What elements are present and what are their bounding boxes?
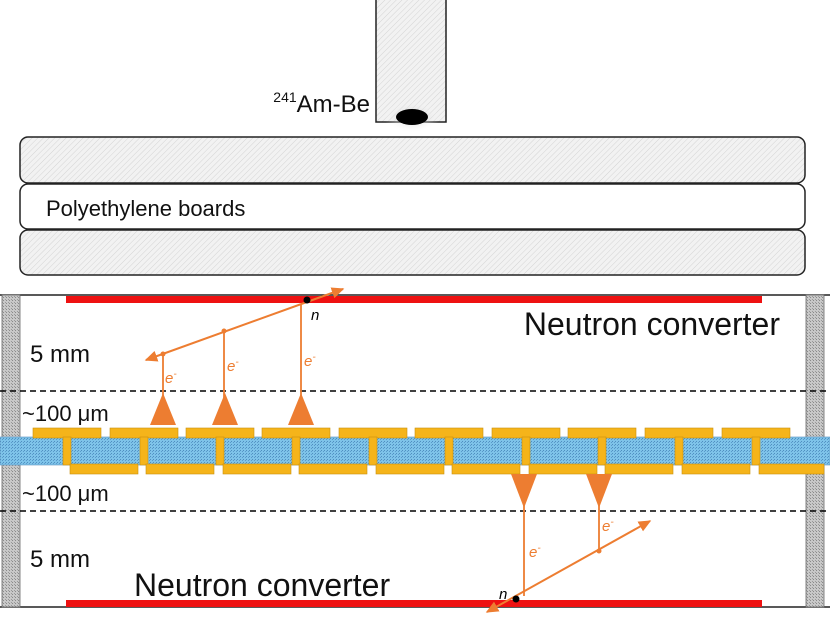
electron-symbol: e bbox=[304, 353, 312, 370]
electron-label: e- bbox=[227, 357, 239, 375]
readout-pad bbox=[751, 436, 761, 466]
neutron-interaction-point bbox=[303, 296, 311, 304]
readout-pad bbox=[69, 463, 139, 475]
electron-symbol: e bbox=[529, 544, 537, 561]
electron-symbol: e bbox=[602, 518, 610, 535]
electron-symbol: e bbox=[165, 370, 173, 387]
readout-pad bbox=[145, 463, 215, 475]
board-2 bbox=[19, 183, 806, 230]
readout-pad bbox=[644, 427, 714, 439]
top-gap-label: 5 mm bbox=[30, 341, 90, 368]
readout-pad bbox=[338, 427, 408, 439]
electron-charge: - bbox=[537, 543, 541, 554]
readout-pad bbox=[681, 463, 751, 475]
electron-charge: - bbox=[312, 352, 316, 363]
boards-label: Polyethylene boards bbox=[46, 196, 245, 221]
bottom-gap-label: 5 mm bbox=[30, 546, 90, 573]
electron-label: e- bbox=[165, 369, 177, 387]
avalanche-triangle bbox=[288, 393, 314, 425]
readout-pad bbox=[451, 463, 521, 475]
readout-pad bbox=[291, 436, 301, 466]
ionization-point bbox=[160, 351, 166, 357]
readout-pads bbox=[32, 427, 825, 475]
readout-pad bbox=[758, 463, 825, 475]
ionization-point bbox=[221, 328, 227, 334]
neutron-label: n bbox=[499, 586, 507, 603]
electron-charge: - bbox=[173, 369, 177, 380]
readout-pad bbox=[109, 427, 179, 439]
electron-symbol: e bbox=[227, 358, 235, 375]
source-name: Am-Be bbox=[297, 91, 370, 118]
readout-pad bbox=[521, 436, 531, 466]
electron-charge: - bbox=[610, 517, 614, 528]
top-amp-gap-label: ~100 μm bbox=[22, 401, 109, 426]
avalanche-triangle bbox=[212, 393, 238, 425]
readout-pad bbox=[215, 436, 225, 466]
readout-pad bbox=[261, 427, 331, 439]
avalanche-triangle bbox=[586, 474, 612, 508]
board-1 bbox=[19, 136, 806, 184]
readout-pad bbox=[368, 436, 378, 466]
readout-pad bbox=[597, 436, 607, 466]
readout-pad bbox=[32, 427, 102, 439]
bottom-amp-gap-label: ~100 μm bbox=[22, 481, 109, 506]
neutron-label: n bbox=[311, 307, 319, 324]
substrate-layer bbox=[0, 436, 830, 466]
top-converter bbox=[66, 296, 762, 303]
detector-chamber bbox=[0, 294, 830, 608]
neutron-symbol: n bbox=[311, 307, 319, 324]
readout-pad bbox=[491, 427, 561, 439]
readout-pad bbox=[567, 427, 637, 439]
source-pellet bbox=[396, 109, 428, 125]
avalanche-triangle bbox=[150, 393, 176, 425]
readout-pad bbox=[721, 427, 791, 439]
bottom-event: n e- e- bbox=[485, 474, 652, 613]
electron-label: e- bbox=[304, 352, 316, 370]
ionization-point bbox=[596, 548, 602, 554]
readout-pad bbox=[604, 463, 674, 475]
readout-pad bbox=[375, 463, 445, 475]
avalanche-triangle bbox=[511, 474, 537, 508]
readout-pad bbox=[444, 436, 454, 466]
electron-label: e- bbox=[529, 543, 541, 561]
source-label: 241Am-Be bbox=[273, 89, 370, 118]
bottom-converter bbox=[66, 600, 762, 607]
readout-pad bbox=[674, 436, 684, 466]
neutron-interaction-point bbox=[512, 595, 520, 603]
readout-pad bbox=[185, 427, 255, 439]
readout-pad bbox=[528, 463, 598, 475]
readout-pad bbox=[139, 436, 149, 466]
electron-charge: - bbox=[235, 357, 239, 368]
electron-label: e- bbox=[602, 517, 614, 535]
readout-pad bbox=[62, 436, 72, 466]
top-event: n e- e- e- bbox=[144, 287, 345, 425]
source-superscript: 241 bbox=[273, 89, 297, 105]
source-holder bbox=[375, 0, 447, 133]
neutron-symbol: n bbox=[499, 586, 507, 603]
polyethylene-boards bbox=[19, 136, 806, 276]
bottom-recoil-track bbox=[485, 520, 652, 613]
bottom-converter-label: Neutron converter bbox=[134, 567, 390, 603]
readout-pad bbox=[414, 427, 484, 439]
board-3 bbox=[19, 229, 806, 276]
readout-pad bbox=[298, 463, 368, 475]
readout-pad bbox=[222, 463, 292, 475]
top-converter-label: Neutron converter bbox=[524, 306, 780, 342]
